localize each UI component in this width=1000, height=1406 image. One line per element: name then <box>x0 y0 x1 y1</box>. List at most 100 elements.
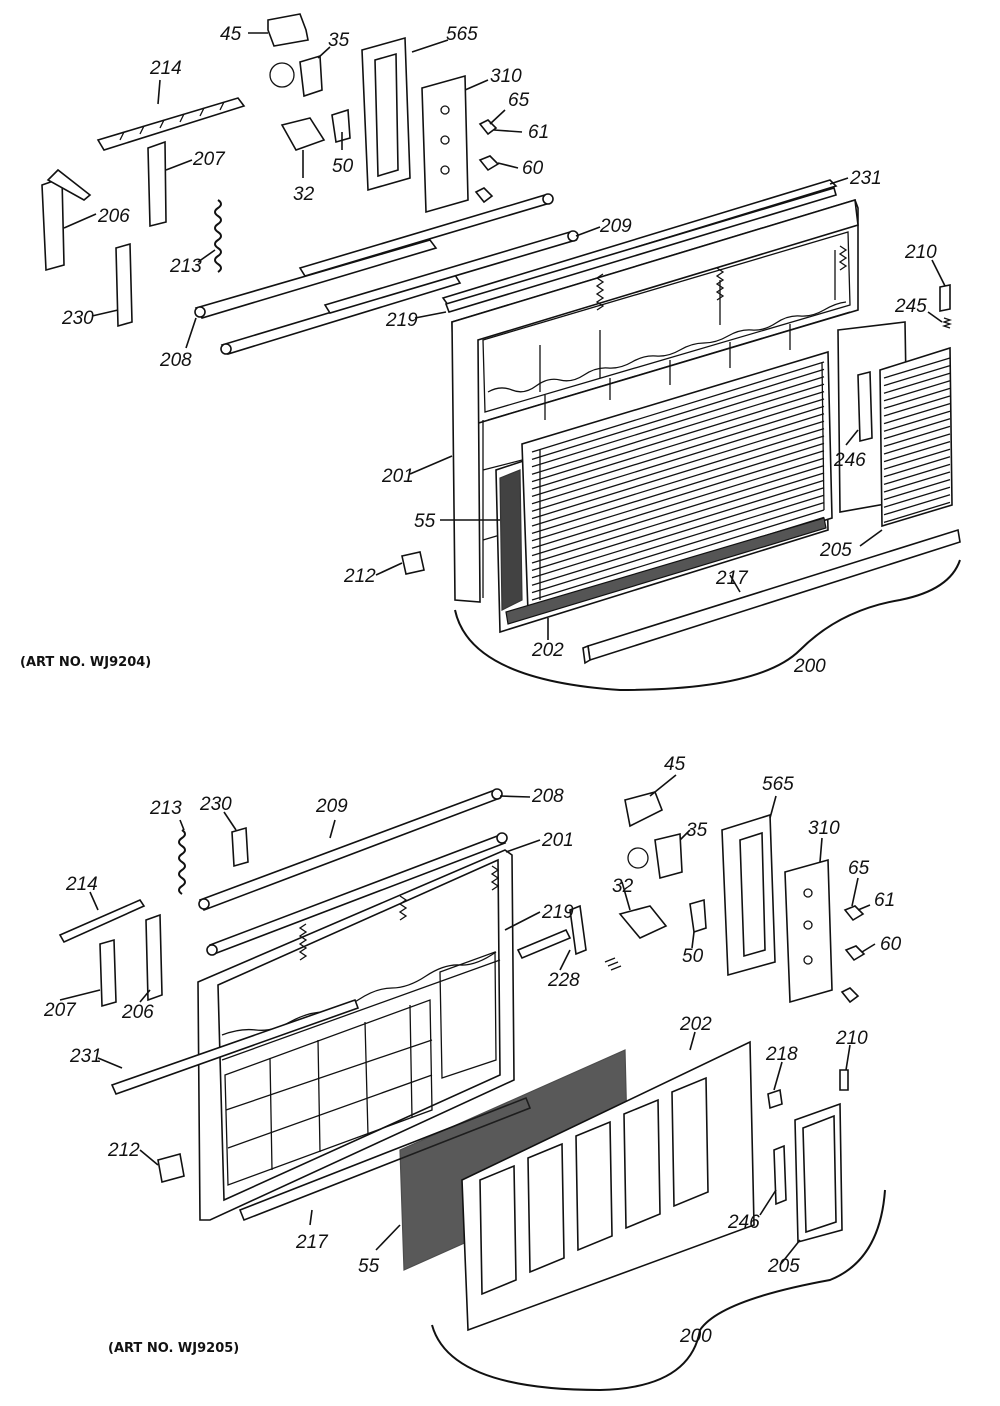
callouts-bottom: 45 565 35 310 213 230 209 208 65 201 61 … <box>43 754 902 1356</box>
callout: 310 <box>808 818 840 839</box>
bracket-207 <box>147 140 167 228</box>
louver-line <box>531 376 825 468</box>
callout: 65 <box>848 858 870 879</box>
bracket-207-b <box>99 938 117 1008</box>
callout: 230 <box>61 308 94 329</box>
spring-213 <box>214 199 222 273</box>
callout: 228 <box>547 970 580 991</box>
louver-line <box>883 402 951 425</box>
bracket-206 <box>41 168 92 272</box>
louver-line <box>531 457 825 549</box>
louver-line <box>883 448 951 470</box>
callout: 60 <box>522 158 544 179</box>
rails-208-209 <box>194 193 579 355</box>
grille-window <box>479 1164 517 1296</box>
pipe-228 <box>516 904 622 971</box>
callouts-top: 45 35 565 214 310 65 61 60 50 32 207 206… <box>20 24 937 677</box>
diagram-top <box>41 13 961 692</box>
callout: 200 <box>679 1326 712 1347</box>
art-number-top: (ART NO. WJ9204) <box>20 655 151 670</box>
callout: 65 <box>508 90 530 111</box>
callout: 206 <box>121 1002 154 1023</box>
louver-line <box>531 509 825 601</box>
callout: 201 <box>381 466 414 487</box>
louver-line <box>531 361 825 453</box>
louver-line <box>531 427 825 520</box>
brace-200 <box>454 559 961 692</box>
callout: 202 <box>679 1014 712 1035</box>
bracket-206-b <box>145 913 163 1002</box>
callout: 219 <box>385 310 418 331</box>
callout: 206 <box>97 206 130 227</box>
bracket-214 <box>96 97 246 151</box>
louver-line <box>531 472 825 564</box>
callout: 61 <box>528 122 549 143</box>
louver-line <box>883 456 951 478</box>
callout: 209 <box>315 796 348 817</box>
strip-231 <box>441 179 838 306</box>
callout: 217 <box>295 1232 329 1253</box>
callout: 565 <box>446 24 478 45</box>
louver-line <box>883 486 951 508</box>
callout: 45 <box>664 754 686 775</box>
callout: 61 <box>874 890 895 911</box>
handle-246-b <box>773 1144 787 1206</box>
grille-window <box>671 1076 709 1208</box>
callout: 55 <box>358 1256 380 1277</box>
louver-line <box>883 433 951 455</box>
callout: 214 <box>149 58 182 79</box>
callout: 217 <box>715 568 749 589</box>
louver-line <box>883 425 951 448</box>
front-frame-201 <box>451 198 859 603</box>
louver-line <box>531 383 825 475</box>
callout: 231 <box>849 168 882 189</box>
louver-line <box>531 413 825 505</box>
callout: 219 <box>541 902 574 923</box>
callout: 200 <box>793 656 826 677</box>
control-parts-bottom <box>618 791 866 1004</box>
louver-line <box>883 372 951 394</box>
grille-window <box>623 1098 661 1230</box>
callout: 32 <box>293 184 315 205</box>
callout: 207 <box>192 149 226 170</box>
louver-line <box>531 368 825 461</box>
callout: 208 <box>531 786 564 807</box>
callout: 50 <box>332 156 354 177</box>
callout: 35 <box>686 820 708 841</box>
rails-208-209-b <box>198 788 508 956</box>
louver-line <box>883 418 951 440</box>
louver-line <box>883 494 951 516</box>
strip-231-b <box>110 998 360 1096</box>
callout: 201 <box>541 830 574 851</box>
callout: 246 <box>833 450 866 471</box>
callout: 210 <box>904 242 937 263</box>
louver-line <box>531 464 825 557</box>
callout: 210 <box>835 1028 868 1049</box>
rail-230 <box>115 242 133 328</box>
callout: 213 <box>149 798 182 819</box>
callout: 205 <box>819 540 852 561</box>
rail-230-b <box>231 826 249 868</box>
callout: 212 <box>107 1140 140 1161</box>
louver-line <box>883 357 951 379</box>
grille-panel-202-b <box>461 1040 755 1332</box>
callout: 60 <box>880 934 902 955</box>
art-number-bottom: (ART NO. WJ9205) <box>108 1341 239 1356</box>
side-panel-205 <box>837 321 953 528</box>
louver-line <box>531 405 825 498</box>
callout: 208 <box>159 350 192 371</box>
callout: 231 <box>69 1046 102 1067</box>
callout: 50 <box>682 946 704 967</box>
louver-line <box>531 390 825 483</box>
callout: 32 <box>612 876 634 897</box>
louver-line <box>531 501 825 594</box>
louver-line <box>883 395 951 417</box>
louver-line <box>531 442 825 535</box>
front-frame-201-b <box>197 849 515 1221</box>
louver-line <box>531 487 825 579</box>
louver-line <box>883 463 951 486</box>
diagram-bottom <box>58 774 886 1392</box>
callout: 45 <box>220 24 242 45</box>
callout: 246 <box>727 1212 760 1233</box>
